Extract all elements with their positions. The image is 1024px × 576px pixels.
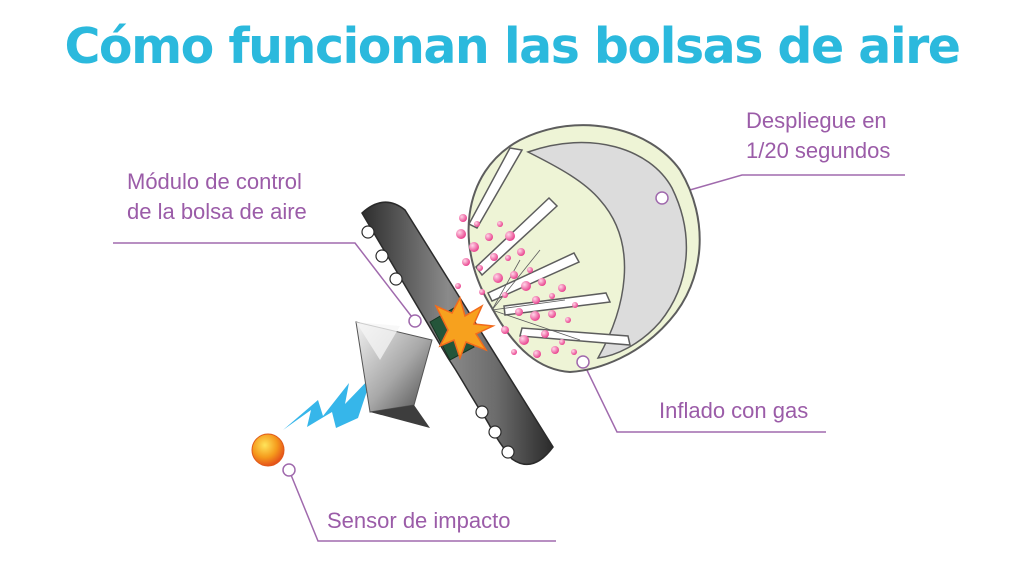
airbag xyxy=(467,124,701,374)
leader-line-inflation xyxy=(582,361,826,433)
endpoint-deployment xyxy=(655,191,669,205)
label-control-module: Módulo de control de la bolsa de aire xyxy=(127,167,307,227)
lightning-bolt-icon xyxy=(283,376,372,430)
endpoint-sensor xyxy=(282,463,296,477)
label-inflation: Inflado con gas xyxy=(659,398,809,423)
sensor-ball-icon xyxy=(251,433,285,467)
steering-hub xyxy=(355,321,433,428)
label-deployment-line1: Despliegue en xyxy=(746,108,887,133)
diagram-title: Cómo funcionan las bolsas de aire xyxy=(64,18,961,75)
label-control-module-line1: Módulo de control xyxy=(127,169,302,194)
label-deployment: Despliegue en 1/20 segundos xyxy=(746,106,890,166)
leader-line-control-module xyxy=(113,242,416,322)
endpoint-inflation xyxy=(576,355,590,369)
leader-endpoints xyxy=(282,191,669,477)
endpoint-control-module xyxy=(408,314,422,328)
leader-line-deployment xyxy=(661,174,905,199)
label-impact-sensor: Sensor de impacto xyxy=(327,508,511,533)
label-control-module-line2: de la bolsa de aire xyxy=(127,199,307,224)
explosion-burst-icon xyxy=(434,295,496,361)
label-deployment-line2: 1/20 segundos xyxy=(746,138,891,163)
gas-particles xyxy=(455,214,578,358)
leader-line-sensor xyxy=(288,469,556,542)
